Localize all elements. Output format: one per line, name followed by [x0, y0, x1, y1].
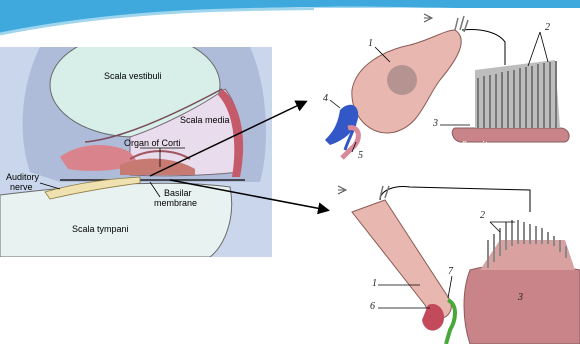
outer-hair-cell-body [352, 200, 451, 319]
stereocilia-bundle-bottom [464, 220, 580, 344]
bottom-label-6: 6 [370, 301, 375, 312]
bottom-label-3: 3 [518, 292, 523, 303]
bottom-label-7: 7 [448, 266, 453, 277]
bottom-label-2: 2 [480, 210, 485, 221]
bottom-label-1: 1 [372, 278, 377, 289]
